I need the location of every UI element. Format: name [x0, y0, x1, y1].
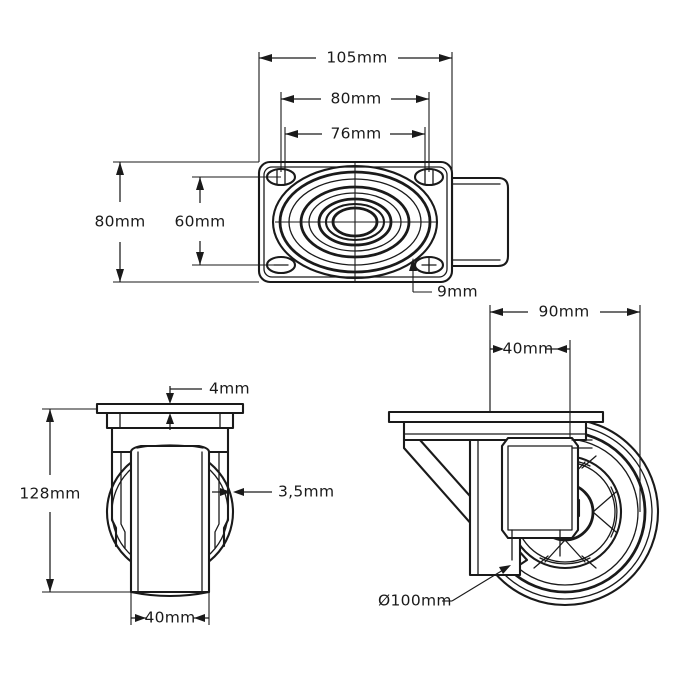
dimension-label-100mm: Ø100mm — [378, 592, 452, 610]
dimension-overall-height-128mm: 128mm — [19, 408, 131, 593]
dimension-label-9mm: 9mm — [437, 283, 478, 301]
front-top-plate — [95, 402, 245, 415]
dimension-bolt-spacing-80mm: 80mm — [280, 90, 430, 172]
dimension-plate-width-80mm: 80mm — [94, 161, 259, 283]
dimension-bolt-spacing-76mm: 76mm — [284, 125, 426, 172]
dimension-label-105mm: 105mm — [326, 49, 387, 67]
dimension-label-40mm-offset: 40mm — [502, 340, 553, 358]
dimension-wheel-diameter: Ø100mm — [378, 565, 511, 610]
dimension-wheel-width-40mm: 40mm — [130, 592, 210, 627]
dimension-label-90mm: 90mm — [538, 303, 589, 321]
top-plate-view — [257, 160, 510, 284]
dimension-label-3-5mm: 3,5mm — [278, 483, 334, 501]
dimension-offset-40mm: 40mm — [489, 340, 571, 438]
bolt-hole-bottom-right — [413, 255, 445, 275]
front-fork-legs — [110, 450, 230, 549]
plate-side-tab — [450, 176, 510, 268]
center-crosshair — [275, 162, 437, 282]
front-wheel-tread-band — [129, 444, 211, 594]
side-top-plate — [387, 410, 605, 424]
dimension-bolt-hole-9mm: 9mm — [409, 258, 478, 301]
dimension-label-4mm: 4mm — [209, 380, 250, 398]
dimension-tread-3-5mm: 3,5mm — [212, 483, 334, 501]
side-swivel-housing — [500, 436, 580, 540]
dimension-label-80mm-vertical: 80mm — [94, 213, 145, 231]
dimension-label-76mm: 76mm — [330, 125, 381, 143]
dimension-label-40mm-width: 40mm — [144, 609, 195, 627]
front-elevation-view — [95, 402, 245, 598]
side-elevation-view — [387, 410, 660, 607]
dimension-plate-thickness-4mm: 4mm — [166, 380, 250, 430]
dimension-label-60mm: 60mm — [174, 213, 225, 231]
dimension-bolt-spacing-60mm: 60mm — [174, 176, 281, 266]
dimension-plate-length: 105mm — [258, 49, 453, 178]
dimension-label-80mm-horizontal: 80mm — [330, 90, 381, 108]
dimension-label-128mm: 128mm — [19, 485, 80, 503]
